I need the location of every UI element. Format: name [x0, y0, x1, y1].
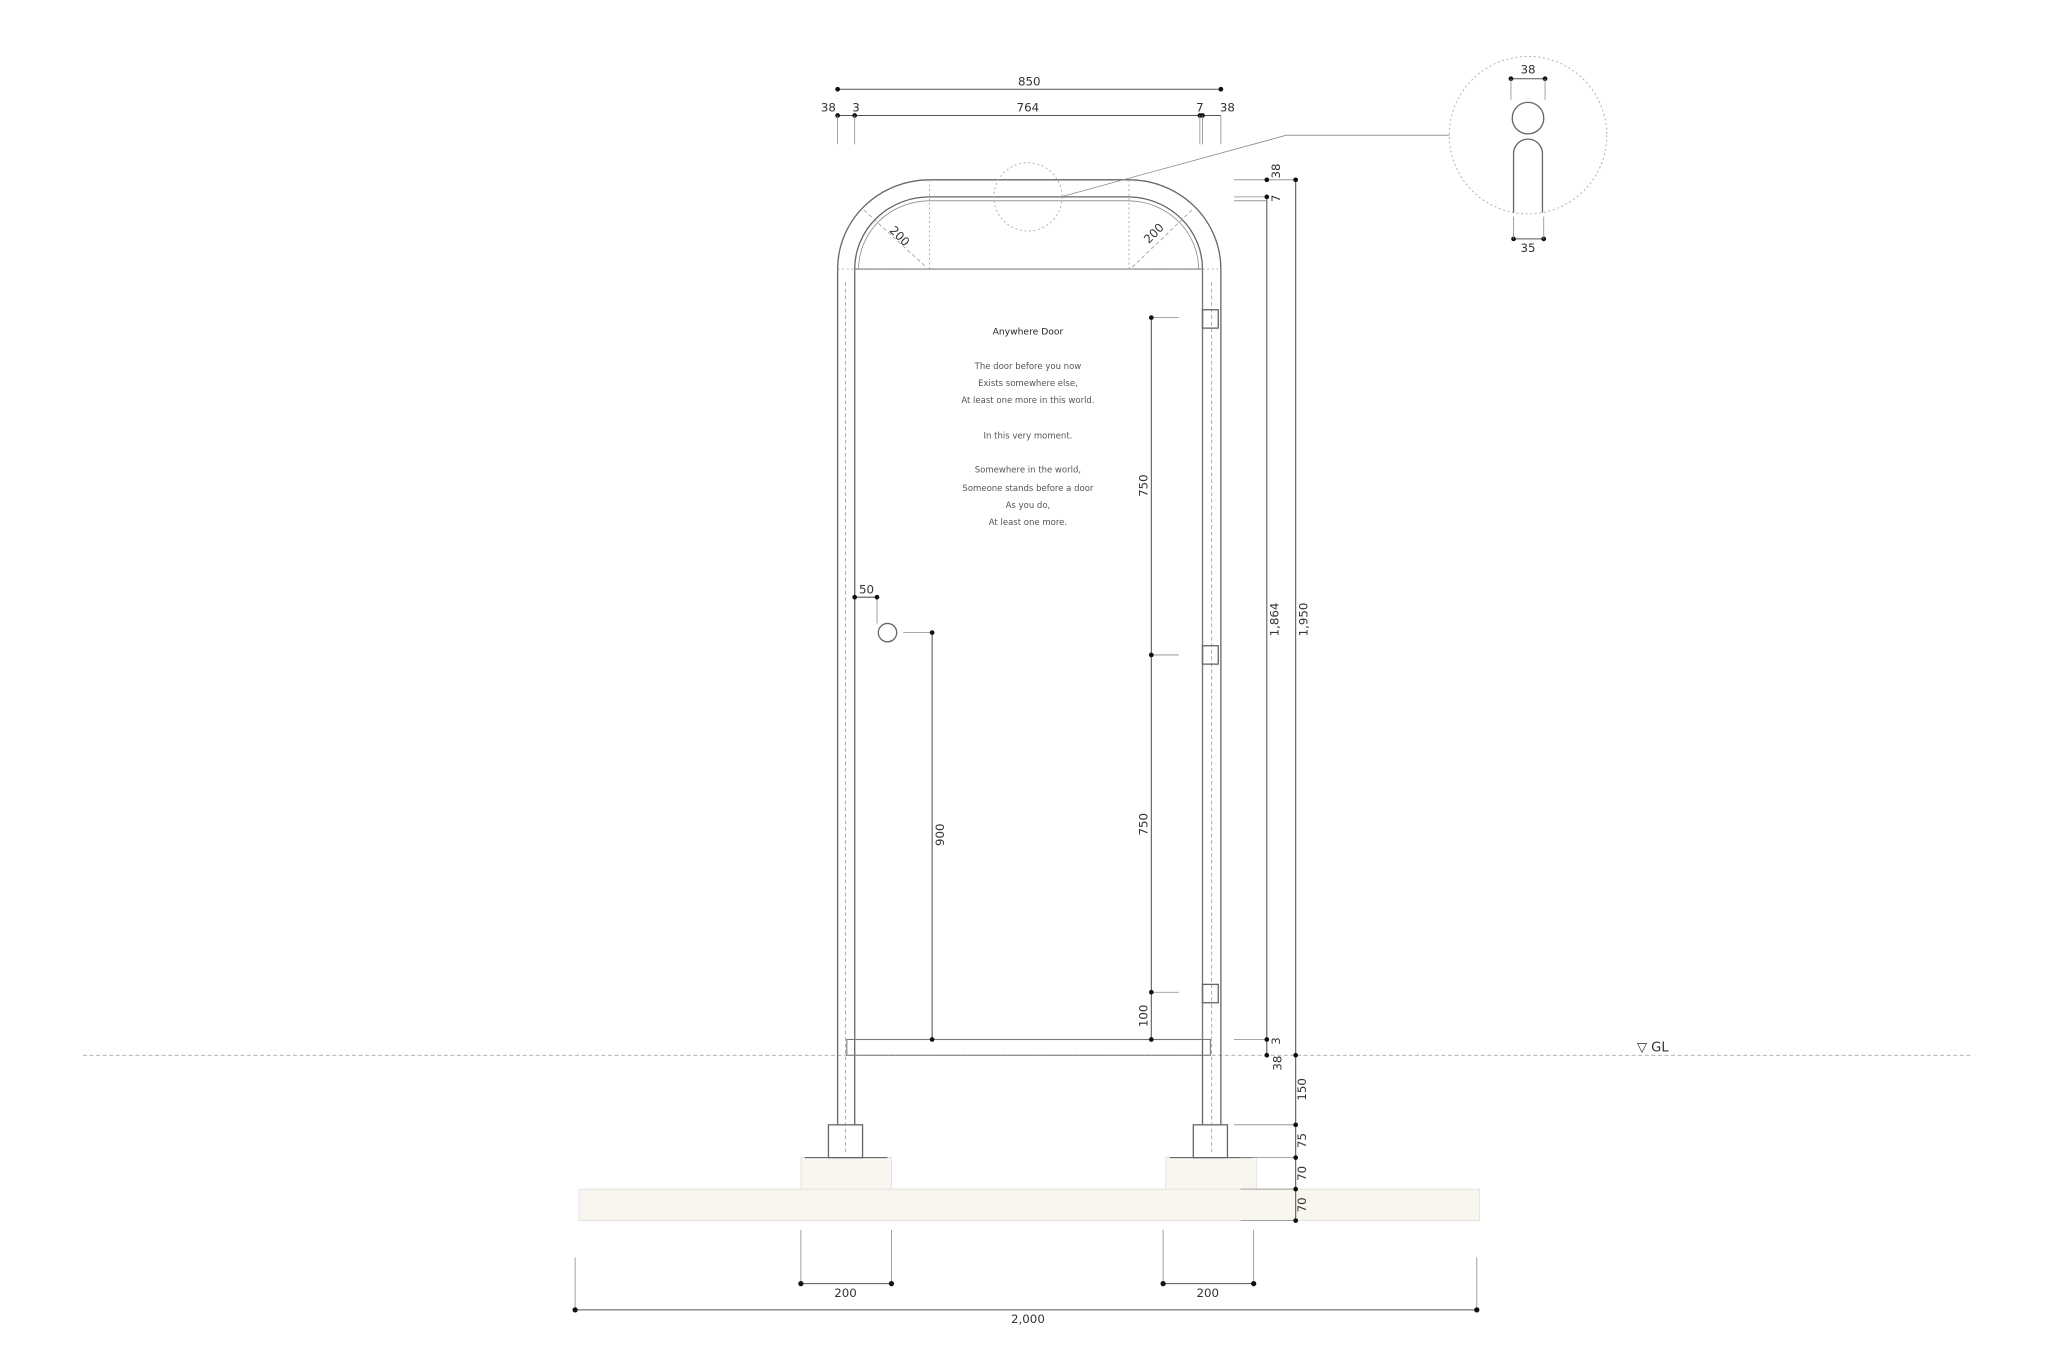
handle-height-label: 900: [933, 823, 947, 846]
detail-bottom-label: 35: [1520, 241, 1535, 255]
hinge: [1201, 309, 1219, 329]
sleeve-label: 75: [1295, 1133, 1309, 1148]
radius-left-label: 200: [887, 223, 913, 249]
total-height-label: 1,950: [1297, 603, 1311, 637]
section-detail: [1448, 55, 1608, 242]
hinge-lower-label: 750: [1136, 813, 1150, 836]
hinge: [1201, 645, 1219, 665]
right-dimensions: [1234, 177, 1299, 1223]
door-height-label: 1,864: [1268, 603, 1282, 637]
concrete-slab: [578, 1188, 1480, 1222]
poem-line: As you do,: [1006, 501, 1051, 511]
bottom-gap-label: 3: [1269, 1037, 1283, 1045]
bottom-dimensions: [572, 1229, 1480, 1313]
top-gap-label: 7: [1269, 195, 1283, 203]
overall-width-label: 850: [1018, 74, 1041, 88]
poem-line: The door before you now: [974, 362, 1082, 372]
bottom-rail: [846, 1038, 1211, 1056]
hinge: [1201, 983, 1219, 1004]
poem-line: Somewhere in the world,: [975, 466, 1081, 476]
poem-text: The door before you now Exists somewhere…: [961, 362, 1094, 528]
hinge-bottom-label: 100: [1136, 1005, 1150, 1028]
door-handle: [877, 622, 898, 643]
slab-height-label: 70: [1295, 1197, 1309, 1212]
door-width-label: 764: [1017, 101, 1040, 115]
sleeve-right: [1192, 1124, 1229, 1159]
gap-left-label: 3: [852, 101, 860, 115]
radius-right-label: 200: [1141, 220, 1167, 246]
footing-width-left-label: 200: [834, 1286, 857, 1300]
detail-top-label: 38: [1520, 63, 1535, 77]
poem-line: At least one more in this world.: [961, 396, 1094, 406]
frame-right-label: 38: [1220, 101, 1235, 115]
poem-title: Anywhere Door: [993, 327, 1064, 338]
ground-label: ▽ GL: [1637, 1040, 1669, 1055]
poem-line: Exists somewhere else,: [978, 379, 1078, 389]
leg-exposed-label: 150: [1295, 1078, 1309, 1101]
hinge-dimensions: [1148, 315, 1179, 1042]
poem-line: At least one more.: [989, 518, 1067, 528]
top-dimensions: [835, 86, 1224, 145]
detail-leader: [1060, 134, 1450, 198]
footing-left: [800, 1157, 892, 1190]
poem-line: Someone stands before a door: [962, 484, 1094, 494]
handle-offset-label: 50: [859, 582, 874, 596]
bottom-frame-label: 38: [1270, 1056, 1284, 1071]
gap-right-label: 7: [1196, 101, 1204, 115]
footing-height-label: 70: [1295, 1166, 1309, 1181]
footing-width-right-label: 200: [1196, 1286, 1219, 1300]
hinge-upper-label: 750: [1136, 474, 1150, 497]
footing-right: [1165, 1157, 1257, 1190]
top-frame-label: 38: [1269, 163, 1283, 178]
poem-line: In this very moment.: [984, 431, 1073, 441]
frame-left-label: 38: [821, 101, 836, 115]
slab-width-label: 2,000: [1011, 1312, 1045, 1326]
handle-dimensions: [852, 594, 935, 1042]
